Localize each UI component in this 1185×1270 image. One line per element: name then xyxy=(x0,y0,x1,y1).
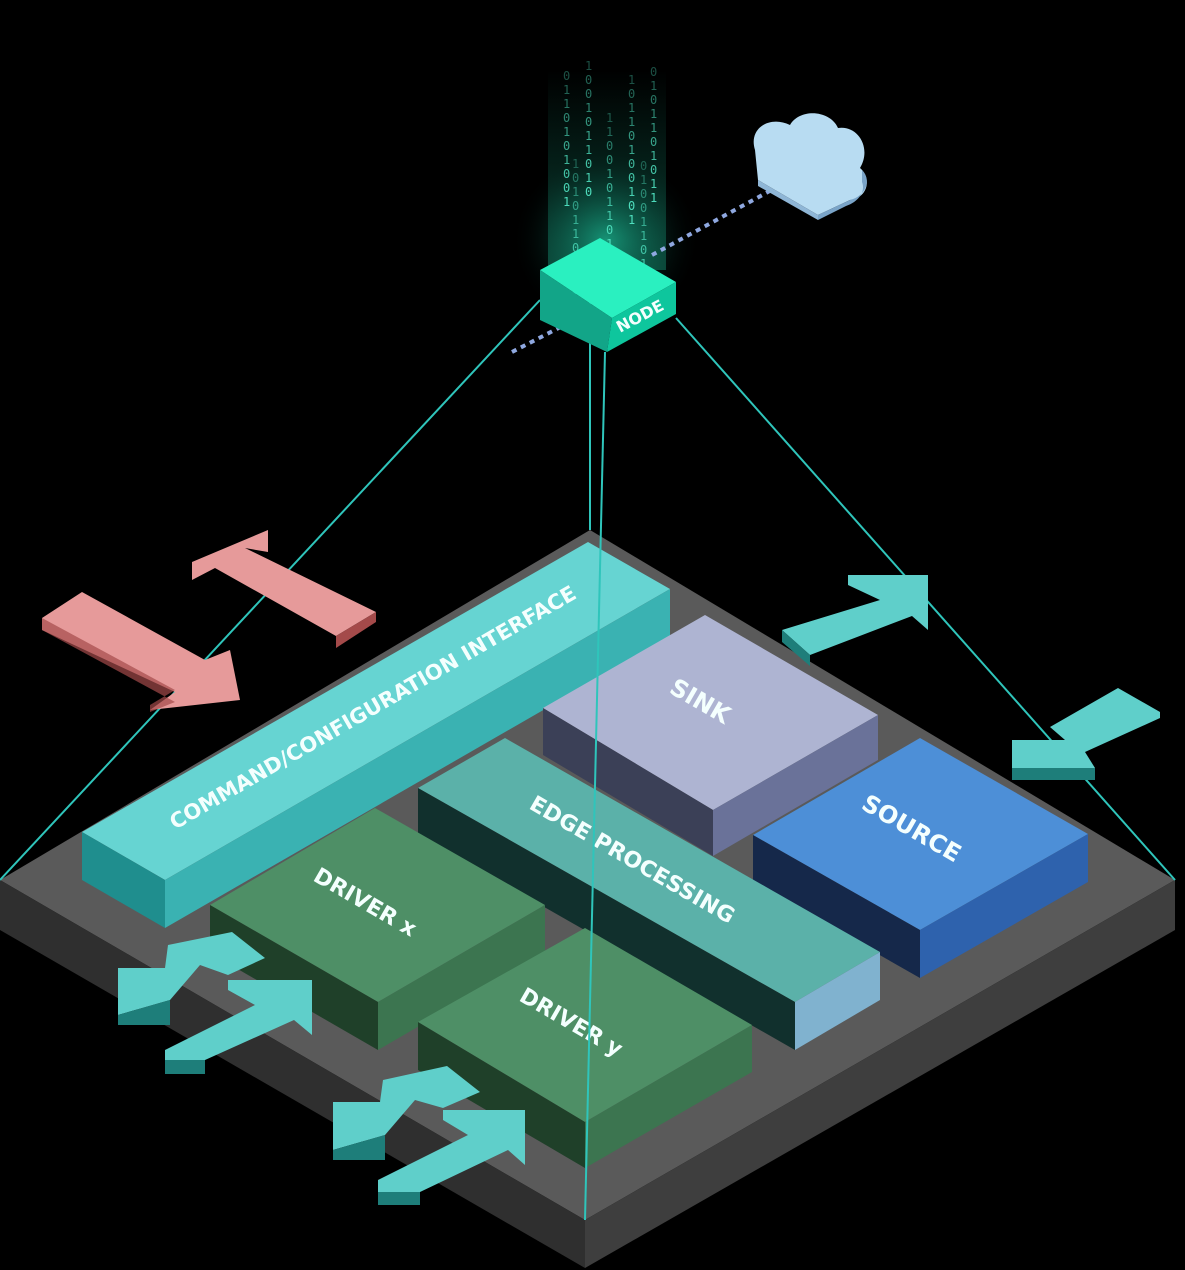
red-arrow-out xyxy=(192,530,376,648)
binary-digit: 0 xyxy=(650,65,657,79)
teal-arrow-right-1 xyxy=(165,980,312,1074)
binary-digit: 1 xyxy=(650,121,657,135)
binary-digit: 1 xyxy=(628,115,635,129)
binary-digit: 0 xyxy=(628,129,635,143)
binary-digit: 0 xyxy=(640,201,647,215)
binary-digit: 0 xyxy=(563,69,570,83)
teal-arrow-right-2 xyxy=(378,1110,525,1205)
binary-digit: 0 xyxy=(628,199,635,213)
binary-digit: 1 xyxy=(563,83,570,97)
teal-arrow-out-top xyxy=(782,575,928,666)
binary-digit: 1 xyxy=(650,177,657,191)
binary-digit: 0 xyxy=(563,111,570,125)
binary-digit: 1 xyxy=(628,185,635,199)
binary-digit: 1 xyxy=(585,171,592,185)
binary-digit: 0 xyxy=(606,181,613,195)
binary-digit: 0 xyxy=(585,185,592,199)
binary-digit: 1 xyxy=(628,73,635,87)
binary-digit: 0 xyxy=(606,139,613,153)
binary-digit: 0 xyxy=(650,135,657,149)
command-block xyxy=(82,542,670,928)
binary-digit: 0 xyxy=(585,87,592,101)
binary-digit: 0 xyxy=(572,199,579,213)
binary-digit: 1 xyxy=(606,167,613,181)
binary-digit: 1 xyxy=(606,111,613,125)
binary-digit: 0 xyxy=(563,139,570,153)
binary-digit: 1 xyxy=(640,229,647,243)
binary-digit: 0 xyxy=(628,171,635,185)
sink-block xyxy=(543,615,878,856)
binary-digit: 1 xyxy=(585,143,592,157)
binary-digit: 1 xyxy=(650,191,657,205)
binary-digit: 1 xyxy=(606,195,613,209)
binary-digit: 0 xyxy=(640,159,647,173)
edge-block xyxy=(418,738,880,1050)
binary-digit: 1 xyxy=(640,173,647,187)
binary-digit: 0 xyxy=(606,153,613,167)
binary-digit: 0 xyxy=(650,93,657,107)
binary-digit: 1 xyxy=(585,59,592,73)
binary-digit: 1 xyxy=(563,125,570,139)
binary-digit: 1 xyxy=(563,195,570,209)
red-arrow-in xyxy=(42,592,240,712)
binary-digit: 1 xyxy=(628,213,635,227)
binary-digit: 1 xyxy=(572,213,579,227)
binary-digit: 1 xyxy=(650,149,657,163)
binary-digit: 0 xyxy=(640,243,647,257)
binary-digit: 1 xyxy=(585,129,592,143)
binary-digit: 1 xyxy=(585,101,592,115)
binary-digit: 1 xyxy=(628,143,635,157)
driver-y-block xyxy=(418,928,752,1168)
binary-digit: 1 xyxy=(606,125,613,139)
driver-x-block xyxy=(210,808,545,1050)
binary-digit: 0 xyxy=(585,157,592,171)
binary-digit: 1 xyxy=(606,209,613,223)
node-cube: NODE xyxy=(540,238,676,352)
binary-digit: 0 xyxy=(628,87,635,101)
binary-digit: 0 xyxy=(572,171,579,185)
binary-digit: 1 xyxy=(640,215,647,229)
teal-arrow-left-2 xyxy=(333,1066,480,1160)
source-block xyxy=(753,738,1088,978)
binary-digit: 1 xyxy=(572,185,579,199)
binary-digit: 0 xyxy=(606,223,613,237)
binary-digit: 0 xyxy=(650,163,657,177)
binary-digit: 1 xyxy=(650,107,657,121)
cloud-icon xyxy=(753,113,867,220)
binary-digit: 0 xyxy=(563,181,570,195)
binary-digit: 1 xyxy=(628,101,635,115)
binary-digit: 0 xyxy=(585,115,592,129)
binary-digit: 1 xyxy=(563,153,570,167)
binary-digit: 0 xyxy=(585,73,592,87)
binary-digit: 1 xyxy=(650,79,657,93)
binary-digit: 0 xyxy=(563,167,570,181)
binary-digit: 0 xyxy=(640,187,647,201)
binary-digit: 1 xyxy=(563,97,570,111)
binary-digit: 0 xyxy=(628,157,635,171)
binary-digit: 1 xyxy=(572,157,579,171)
teal-arrow-in-right xyxy=(1012,688,1160,780)
binary-digit: 0 xyxy=(572,241,579,255)
binary-digit: 1 xyxy=(572,227,579,241)
teal-arrow-left-1 xyxy=(118,932,265,1025)
